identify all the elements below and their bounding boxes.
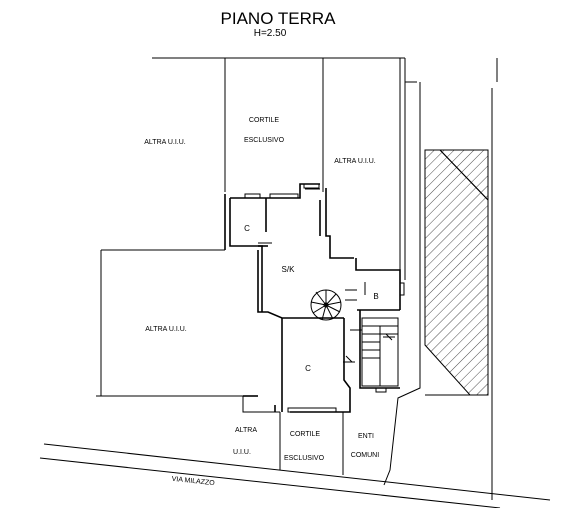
label-altra-uiu-top-right: ALTRA U.I.U. <box>334 158 376 165</box>
street-lines <box>39 443 551 508</box>
hatched-strip <box>424 149 489 396</box>
wall-details <box>244 183 405 413</box>
label-esclusivo-top: ESCLUSIVO <box>244 137 285 144</box>
label-street: VIA MILAZZO <box>171 476 215 488</box>
label-enti: ENTI <box>358 433 374 440</box>
label-room-b: B <box>373 292 378 301</box>
plan-title: PIANO TERRA <box>221 9 337 28</box>
label-cortile-bottom: CORTILE <box>290 431 321 438</box>
straight-stair <box>343 317 399 387</box>
boundary-lines <box>96 57 498 500</box>
label-uiu-bottom: U.I.U. <box>233 449 251 456</box>
label-room-sk: S/K <box>282 265 296 274</box>
label-room-c-bottom: C <box>305 364 311 373</box>
spiral-stair <box>310 289 342 321</box>
label-altra-uiu-left: ALTRA U.I.U. <box>145 326 187 333</box>
label-room-c-top: C <box>244 224 250 233</box>
label-comuni: COMUNI <box>351 452 379 459</box>
label-cortile-top: CORTILE <box>249 117 280 124</box>
plan-subtitle: H=2.50 <box>254 28 287 39</box>
label-esclusivo-bottom: ESCLUSIVO <box>284 455 325 462</box>
label-altra-uiu-top-left: ALTRA U.I.U. <box>144 139 186 146</box>
label-altra-bottom: ALTRA <box>235 427 257 434</box>
